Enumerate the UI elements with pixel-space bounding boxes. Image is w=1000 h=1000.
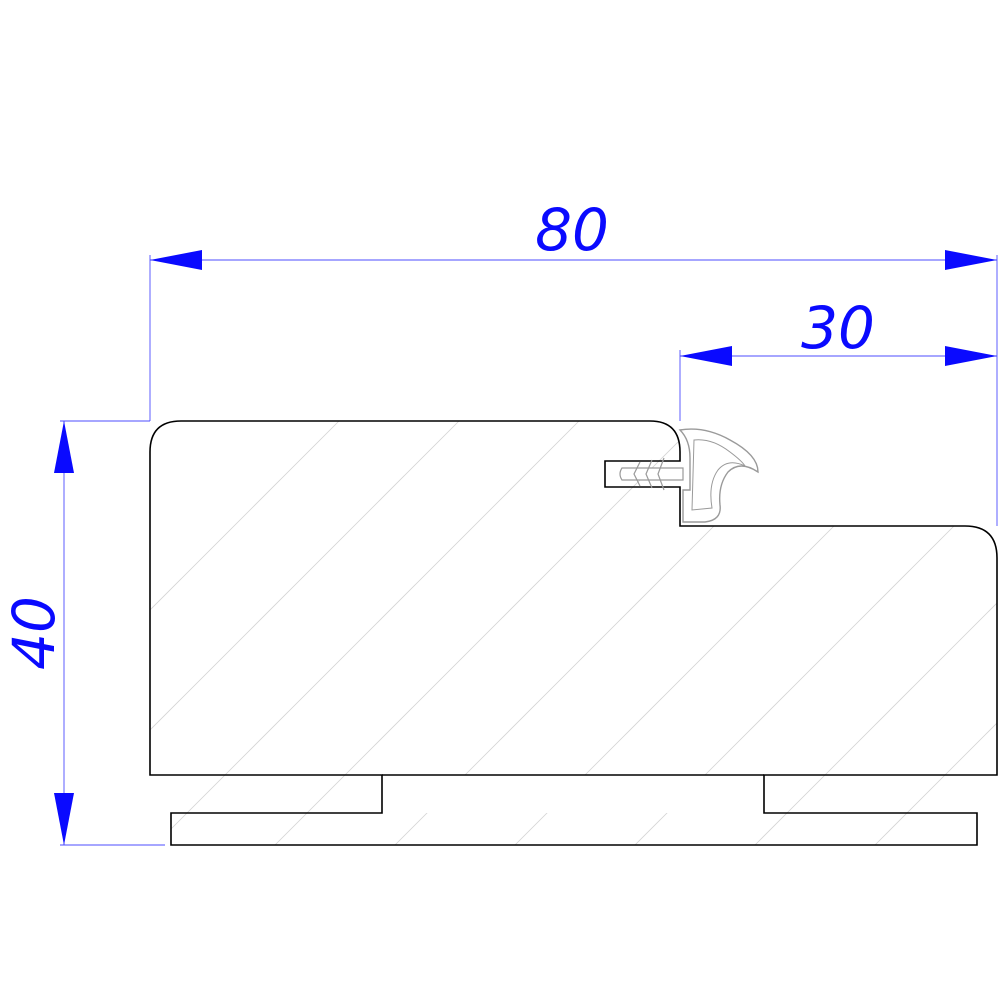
frame-profile-outline — [149, 420, 998, 846]
dimension-rebate: 30 — [680, 294, 997, 366]
seal-inner — [691, 439, 747, 511]
arrow-up — [54, 421, 74, 473]
rubber-seal — [619, 428, 759, 523]
arrow-left — [680, 346, 732, 366]
seal-barb-3 — [657, 457, 665, 491]
arrow-right — [945, 346, 997, 366]
dimension-width: 80 — [150, 196, 997, 270]
seal-barb-2 — [645, 459, 653, 489]
seal-stem — [619, 467, 684, 481]
section-hatching — [150, 421, 997, 845]
arrow-right — [945, 250, 997, 270]
dimension-width-label: 80 — [535, 196, 609, 264]
seal-body — [678, 428, 759, 523]
arrow-left — [150, 250, 202, 270]
extension-lines — [60, 255, 998, 846]
dimension-height: 40 — [0, 421, 74, 845]
seal-barb-1 — [633, 461, 641, 487]
dimension-height-label: 40 — [0, 596, 68, 670]
arrow-down — [54, 793, 74, 845]
dimension-rebate-label: 30 — [801, 294, 875, 362]
